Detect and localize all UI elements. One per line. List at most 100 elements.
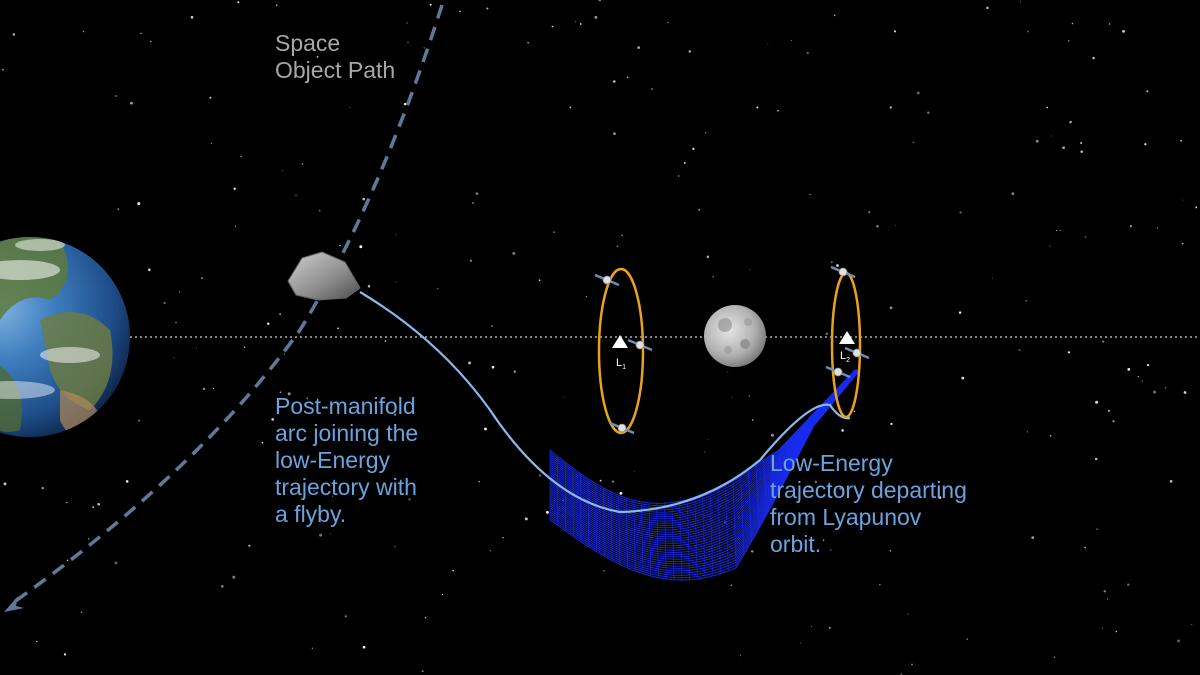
star <box>707 439 709 440</box>
star <box>140 32 142 34</box>
manifold-strand <box>694 496 698 580</box>
star <box>248 544 251 547</box>
manifold-strand <box>580 473 582 542</box>
star <box>237 1 240 4</box>
star <box>538 279 541 282</box>
manifold-strand <box>740 474 745 556</box>
manifold-strand <box>801 425 807 442</box>
star <box>138 419 140 422</box>
star <box>1095 400 1099 404</box>
star <box>790 39 792 41</box>
star <box>175 321 177 324</box>
star <box>407 41 409 44</box>
post-manifold-trajectory <box>359 291 851 514</box>
star <box>441 593 444 595</box>
star <box>389 488 392 490</box>
star <box>814 480 818 484</box>
manifold-strand <box>686 499 690 580</box>
star <box>619 491 623 495</box>
star <box>362 645 366 649</box>
star <box>130 101 133 105</box>
star <box>1153 390 1157 394</box>
star <box>677 175 680 177</box>
star <box>911 663 913 666</box>
star <box>545 510 549 514</box>
star <box>318 209 321 212</box>
star <box>1067 351 1070 354</box>
star <box>1144 143 1147 146</box>
star <box>1080 142 1082 144</box>
star <box>616 245 619 248</box>
star <box>232 575 236 579</box>
star <box>125 480 129 483</box>
star <box>868 211 871 214</box>
star <box>749 269 751 271</box>
star <box>938 496 942 499</box>
star <box>667 21 669 24</box>
star <box>1147 364 1150 367</box>
star <box>825 332 828 335</box>
star <box>1031 536 1035 539</box>
star <box>828 626 831 629</box>
star <box>944 487 947 489</box>
star <box>1183 391 1187 394</box>
star <box>1026 30 1029 33</box>
manifold-strand <box>656 503 659 578</box>
star <box>163 301 166 305</box>
star <box>408 498 411 501</box>
star <box>337 327 339 330</box>
manifold-strand <box>786 441 791 471</box>
star <box>502 537 504 539</box>
star <box>751 419 754 421</box>
star <box>611 480 615 483</box>
star <box>295 194 297 197</box>
manifold-strand <box>725 483 729 572</box>
satellite-icon <box>594 273 620 287</box>
star <box>1053 656 1056 658</box>
manifold-strand <box>816 409 822 418</box>
star <box>1069 120 1072 123</box>
star <box>876 225 879 228</box>
star <box>393 413 397 416</box>
star <box>839 487 842 490</box>
manifold-strand <box>679 501 683 581</box>
star <box>275 4 278 7</box>
lagrange-point-marker <box>612 335 628 348</box>
star <box>406 22 408 24</box>
star <box>751 550 754 553</box>
satellite-icon <box>627 338 653 352</box>
star <box>36 640 38 643</box>
manifold-strand <box>595 483 597 552</box>
star <box>767 42 769 44</box>
star <box>279 391 282 393</box>
star <box>731 396 733 398</box>
star <box>894 30 897 33</box>
star <box>1018 349 1021 352</box>
star <box>1025 299 1027 302</box>
star <box>394 545 396 548</box>
star <box>927 111 930 114</box>
star <box>800 642 801 644</box>
star <box>330 533 332 535</box>
star <box>115 94 118 98</box>
star <box>621 234 624 237</box>
star <box>1127 368 1131 371</box>
star <box>1115 630 1118 633</box>
star <box>770 433 774 437</box>
star <box>63 653 67 656</box>
star <box>833 14 836 17</box>
star <box>190 15 194 19</box>
asteroid-icon <box>287 251 361 301</box>
star <box>563 396 565 398</box>
satellite-icon <box>825 365 851 379</box>
star <box>1049 245 1051 247</box>
star <box>916 91 920 95</box>
star <box>1129 225 1132 228</box>
star <box>1112 420 1115 423</box>
star <box>1169 479 1173 483</box>
star <box>319 533 323 537</box>
star <box>282 170 284 172</box>
star <box>271 418 275 421</box>
star <box>266 322 270 325</box>
star <box>704 132 707 134</box>
